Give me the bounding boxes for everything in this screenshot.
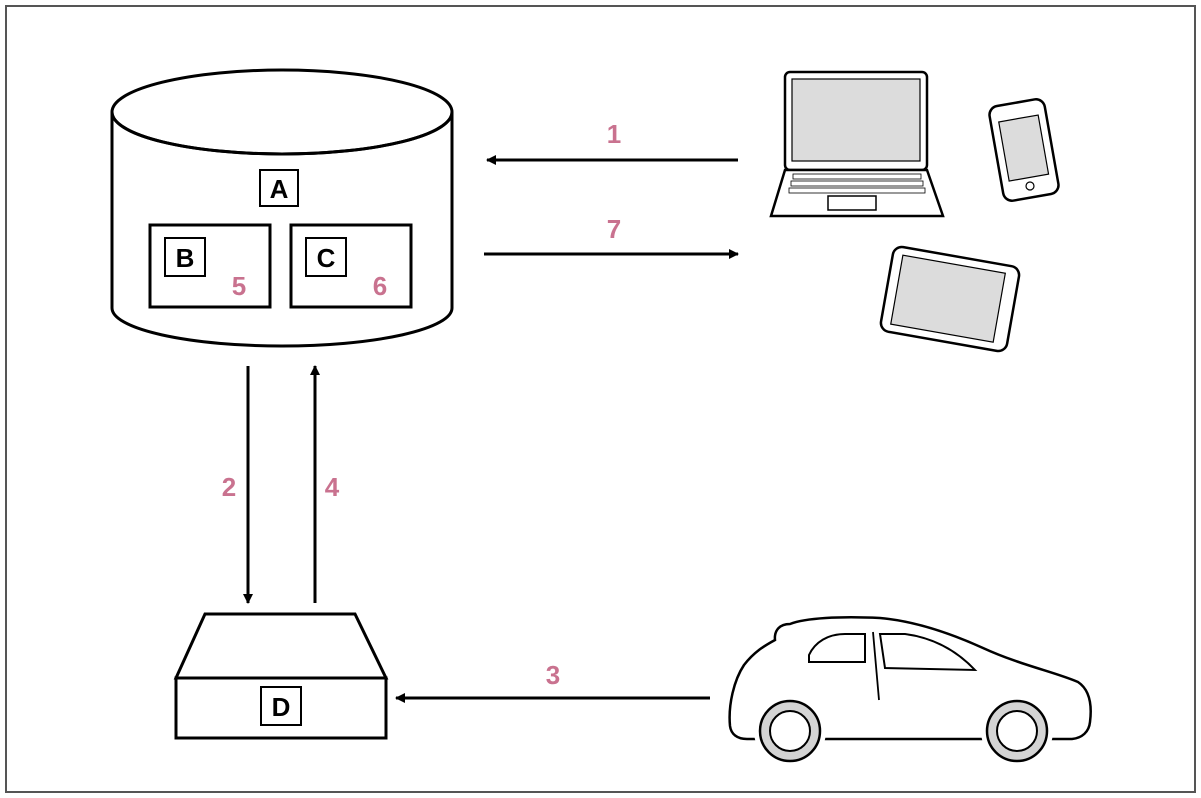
frame-border <box>5 5 1196 793</box>
step-5: 5 <box>232 271 246 301</box>
label-c: C <box>317 243 336 273</box>
label-d: D <box>272 692 291 722</box>
step-2: 2 <box>222 472 236 502</box>
label-box-a <box>259 169 299 207</box>
step-1: 1 <box>607 119 621 149</box>
step-7: 7 <box>607 214 621 244</box>
step-6: 6 <box>373 271 387 301</box>
label-box-b <box>164 237 206 277</box>
label-b: B <box>176 243 195 273</box>
step-4: 4 <box>325 472 340 502</box>
tablet-icon <box>879 245 1021 353</box>
car-icon <box>728 616 1092 767</box>
label-a: A <box>270 174 289 204</box>
label-box-d <box>260 686 302 726</box>
label-box-c <box>305 237 347 277</box>
step-3: 3 <box>546 660 560 690</box>
laptop-icon <box>769 70 945 218</box>
phone-icon <box>988 98 1060 202</box>
